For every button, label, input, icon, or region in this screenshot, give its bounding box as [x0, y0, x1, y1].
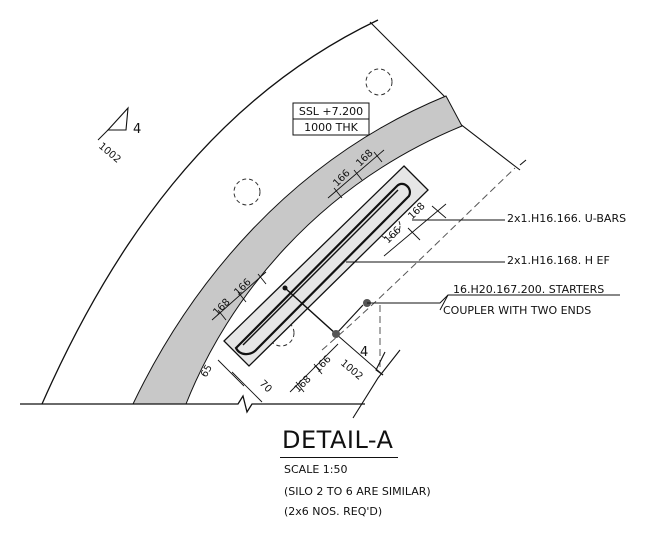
rebar-inner [242, 189, 399, 346]
inner-wall-edge [519, 159, 527, 166]
section-marker-top [106, 106, 129, 131]
section-marker-bottom-number: 4 [360, 345, 368, 360]
dim-right-group [383, 203, 447, 257]
rebar-outer [234, 182, 411, 356]
leader-starters [367, 294, 620, 304]
starter-bar [284, 287, 337, 335]
grey-wall-band [132, 95, 463, 405]
dim-bottom-group [217, 343, 339, 403]
ground-break-line [20, 394, 365, 414]
level-box-bottom [292, 118, 370, 136]
dashed-projection-arc [321, 167, 516, 351]
leader-coupler [439, 294, 449, 311]
starter-bar-2 [335, 304, 364, 335]
section-marker-top-number: 4 [133, 122, 141, 137]
note-h-ef: 2x1.H16.168. H EF [507, 254, 610, 267]
coupler-dot [332, 330, 340, 338]
right-cut-line [352, 349, 401, 419]
section-marker-bottom [375, 351, 386, 376]
dim-bottom-168: 168 [292, 374, 313, 395]
section-marker-top-ref: 1002 [96, 141, 123, 166]
title-underline [280, 457, 398, 458]
dashed-circle-left [233, 178, 261, 206]
level-thickness: 1000 THK [304, 121, 358, 134]
detail-title: DETAIL-A [282, 426, 394, 454]
detail-note-similar: (SILO 2 TO 6 ARE SIMILAR) [284, 485, 431, 498]
outer-wall-outline [41, 19, 379, 405]
dim-top-group [327, 149, 385, 199]
level-elevation: SSL +7.200 [299, 105, 363, 118]
note-u-bars: 2x1.H16.166. U-BARS [507, 212, 626, 225]
detail-scale: SCALE 1:50 [284, 463, 348, 476]
beam-outline [223, 165, 429, 367]
section-marker-bottom-ref: 1002 [338, 358, 365, 383]
dashed-circle-top [365, 68, 393, 96]
coupler-line [335, 333, 384, 376]
section-marker-top-tail [97, 129, 109, 141]
note-starters: 16.H20.167.200. STARTERS [453, 283, 604, 296]
starter-dot-1 [282, 285, 288, 291]
note-coupler: COUPLER WITH TWO ENDS [443, 304, 591, 317]
dim-cover-70: 70 [257, 378, 274, 395]
dim-bottom-166: 166 [312, 354, 333, 375]
dashed-circle-low [267, 319, 295, 347]
detail-note-quantity: (2x6 NOS. REQ'D) [284, 505, 383, 518]
dim-left-group [211, 271, 267, 321]
